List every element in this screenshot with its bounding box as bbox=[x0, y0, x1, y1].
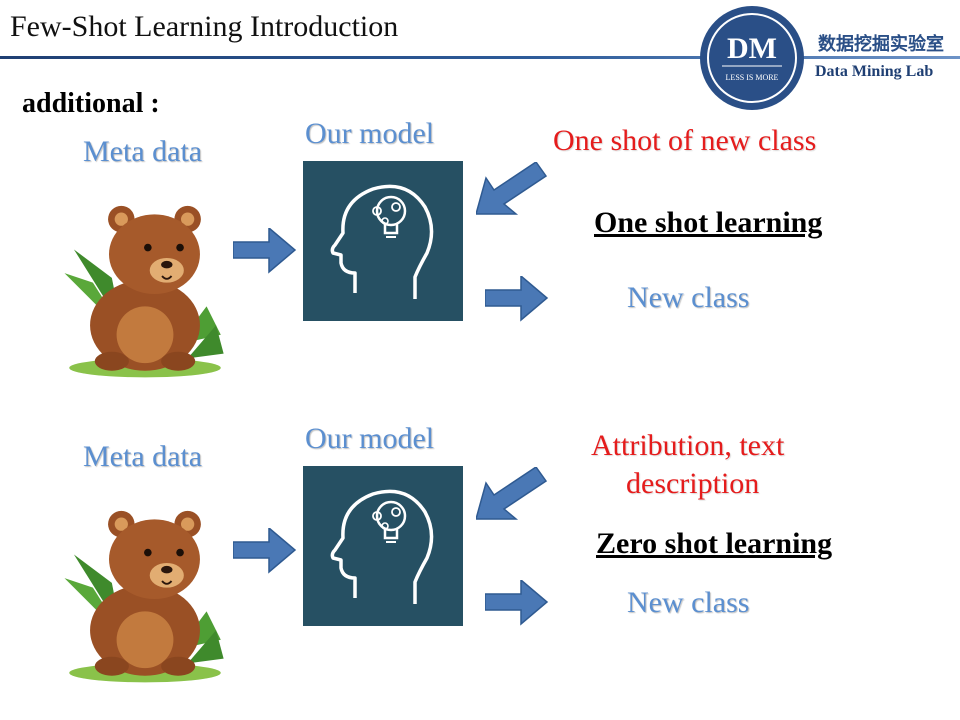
output-label-2: New class bbox=[627, 586, 750, 619]
meta-data-label-2: Meta data bbox=[83, 440, 203, 473]
bear-icon bbox=[63, 509, 225, 684]
method-label-1: One shot learning bbox=[594, 206, 823, 239]
arrow-right-icon bbox=[485, 580, 548, 625]
model-box bbox=[303, 466, 463, 626]
brain-head-icon bbox=[330, 489, 434, 606]
additional-label: additional : bbox=[22, 88, 160, 119]
logo-tagline: LESS IS MORE bbox=[726, 73, 779, 82]
arrow-diagonal-icon bbox=[476, 162, 547, 215]
output-label-1: New class bbox=[627, 281, 750, 314]
brain-head-icon bbox=[330, 184, 434, 301]
our-model-label-2: Our model bbox=[305, 422, 435, 455]
lab-name-chinese: 数据挖掘实验室 bbox=[818, 34, 944, 55]
dm-logo-icon: DM LESS IS MORE bbox=[700, 6, 804, 110]
input-label-1: One shot of new class bbox=[553, 124, 817, 157]
meta-data-label-1: Meta data bbox=[83, 135, 203, 168]
logo-initials: DM bbox=[727, 32, 777, 65]
arrow-diagonal-icon bbox=[476, 467, 547, 520]
arrow-right-icon bbox=[233, 528, 296, 573]
input-label-2-line1: Attribution, text bbox=[591, 429, 785, 462]
lab-name-english: Data Mining Lab bbox=[815, 63, 934, 80]
header-divider bbox=[0, 56, 960, 59]
bear-icon bbox=[63, 204, 225, 379]
input-label-2-line2: description bbox=[626, 467, 760, 500]
method-label-2: Zero shot learning bbox=[596, 527, 833, 560]
slide-title: Few-Shot Learning Introduction bbox=[10, 10, 399, 43]
model-box bbox=[303, 161, 463, 321]
arrow-right-icon bbox=[485, 276, 548, 321]
arrow-right-icon bbox=[233, 228, 296, 273]
our-model-label-1: Our model bbox=[305, 117, 435, 150]
